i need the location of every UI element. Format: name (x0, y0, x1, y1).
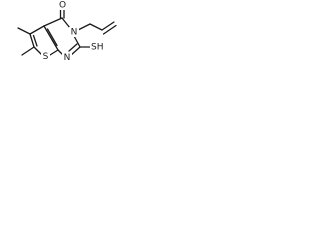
n3-label: N (71, 28, 78, 38)
bond-c2-n1-double (68, 43, 78, 52)
bond-s-c7a (49, 49, 59, 56)
bond-c4a-c7a-double (46, 28, 58, 47)
n1-label: N (64, 53, 71, 63)
thiol-label: SH (91, 43, 103, 53)
bond-c6-methyl (21, 46, 35, 56)
bond-n3-ch2 (77, 23, 91, 31)
chemical-structure-drawing: O N N S SH (17, 0, 117, 63)
bond-c4a-c4 (43, 17, 63, 27)
carbonyl-oxygen-label: O (59, 1, 66, 11)
bond-ch2-ch (89, 23, 103, 31)
bond-c4a-c7a (43, 25, 59, 51)
bond-c5-c6 (29, 33, 35, 48)
bond-c4a-c5 (29, 25, 45, 35)
bond-c5-methyl (17, 27, 31, 35)
atom-sulfur-ring: S (41, 51, 50, 62)
bond-n3-c2 (73, 35, 81, 48)
atom-thiol: SH (90, 42, 107, 53)
bond-ch-ch2 (101, 21, 115, 31)
atom-n1: N (62, 52, 72, 63)
sulfur-ring-label: S (43, 52, 49, 62)
bond-c5-c6-double (32, 34, 38, 47)
bond-c6-s (33, 46, 43, 56)
atom-carbonyl-oxygen: O (58, 0, 67, 11)
atom-n3: N (69, 27, 79, 38)
bond-ch-ch2-double (102, 24, 117, 35)
bond-c4-n3 (61, 17, 71, 29)
